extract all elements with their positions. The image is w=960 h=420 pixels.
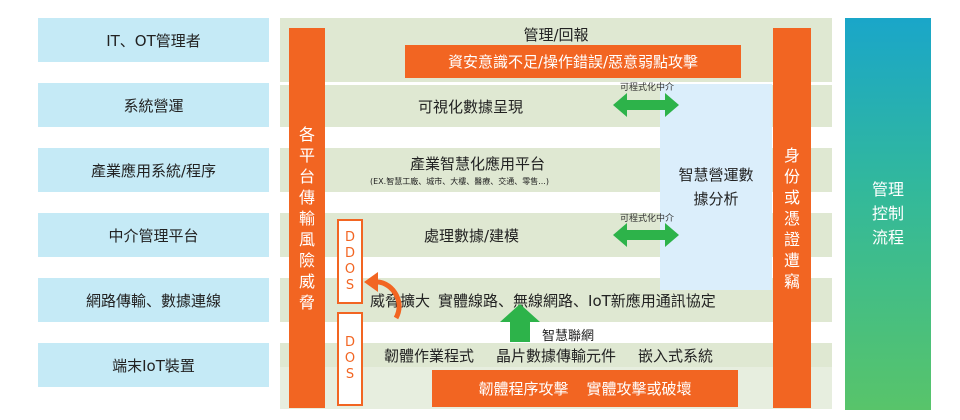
platform-risk-column: 各平台傳輸風險威脅 [289, 28, 325, 408]
smart-network-up-arrow [500, 302, 540, 342]
band-device: 韌體作業程式 晶片數據傳輸元件 嵌入式系統 [280, 343, 832, 367]
layer-label-it-ot: IT、OT管理者 [38, 18, 269, 62]
layer-label-network: 網路傳輸、數據連線 [38, 278, 269, 322]
threat-bottom-left-text: 韌體程序攻擊 [478, 380, 569, 398]
band-processing-text: 處理數據/建模 [424, 226, 520, 245]
layer-label-operations: 系統營運 [38, 83, 269, 127]
band-device-chip: 晶片數據傳輸元件 [496, 346, 617, 365]
layer-label-middleware: 中介管理平台 [38, 213, 269, 257]
layer-label-industry-apps: 產業應用系統/程序 [38, 148, 269, 192]
smart-analysis-panel: 智慧營運數據分析 [660, 84, 772, 290]
identity-theft-column-text: 身份或憑證遭竊 [783, 145, 800, 291]
band-industry-platform-text: 產業智慧化應用平台 [410, 155, 546, 173]
middleware-double-arrow-top [613, 92, 679, 118]
threat-bottom-right-text: 實體攻擊或破壞 [586, 380, 692, 398]
band-management-text: 管理/回報 [523, 26, 589, 44]
platform-risk-column-text: 各平台傳輸風險威脅 [298, 124, 315, 312]
smart-analysis-text: 智慧營運數據分析 [678, 166, 754, 208]
threat-top-text: 資安意識不足/操作錯誤/惡意弱點攻擊 [447, 53, 699, 71]
threat-expand-curve-arrow [360, 266, 406, 326]
identity-theft-column: 身份或憑證遭竊 [773, 28, 811, 408]
management-control-flow: 管理控制流程 [845, 18, 931, 410]
middleware-label-top: 可程式化中介 [620, 83, 675, 93]
layer-label-iot-device: 端末IoT裝置 [38, 343, 269, 387]
band-device-embedded: 嵌入式系統 [638, 346, 714, 365]
management-control-flow-text: 管理控制流程 [871, 180, 904, 247]
band-visualization-text: 可視化數據呈現 [418, 97, 524, 116]
middleware-double-arrow-bottom [613, 222, 679, 248]
threat-bottom-banner: 韌體程序攻擊 實體攻擊或破壞 [432, 370, 738, 407]
threat-top-banner: 資安意識不足/操作錯誤/惡意弱點攻擊 [405, 45, 741, 78]
smart-network-label: 智慧聯網 [542, 329, 595, 344]
band-device-firmware: 韌體作業程式 [384, 346, 475, 365]
middleware-label-bottom: 可程式化中介 [620, 214, 675, 224]
band-network-text: 實體線路、無線網路、IoT新應用通訊協定 [438, 291, 716, 310]
band-industry-examples-text: (EX.智慧工廠、城市、大樓、醫療、交通、零售...) [370, 177, 549, 186]
